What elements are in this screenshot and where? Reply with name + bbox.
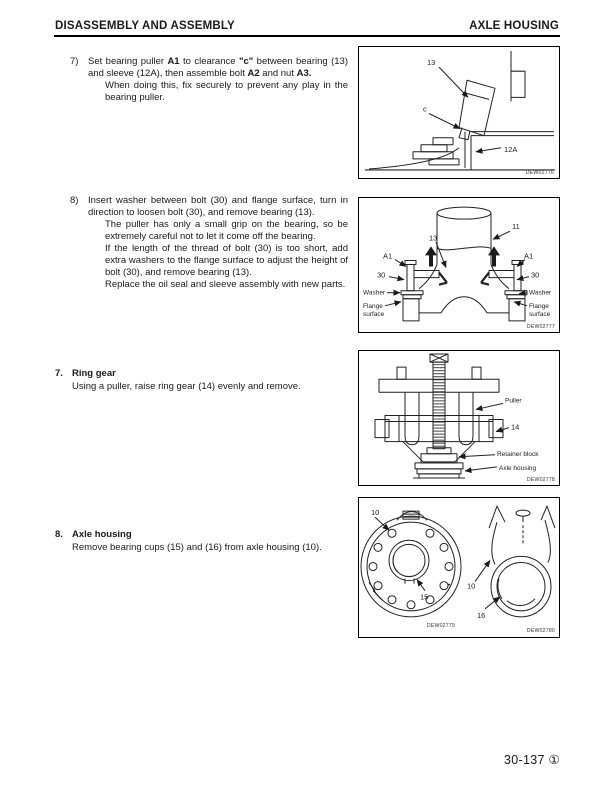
fig2-code: DEW02777 [527, 324, 555, 330]
step-7: 7) Set bearing puller A1 to clearance "c… [70, 56, 350, 104]
step-7-note: When doing this, fix securely to prevent… [105, 80, 348, 103]
fig3-code: DEW02778 [527, 477, 555, 483]
fig2-label-washer-left: Washer [363, 290, 386, 297]
fig4-label-16: 16 [477, 611, 485, 620]
fig4-code-left: DEW02779 [427, 623, 455, 629]
figure-bearing-clearance: 13 c 12A DEW02776 [358, 46, 560, 179]
step-7-body: Set bearing puller A1 to clearance "c" b… [88, 56, 348, 80]
diagram-linework-right-view [474, 505, 556, 618]
step-8-note-1: The puller has only a small grip on the … [105, 219, 348, 242]
section-ring-gear-body: Using a puller, raise ring gear (14) eve… [72, 380, 301, 392]
section-axle-housing-body: Remove bearing cups (15) and (16) from a… [72, 541, 322, 553]
figure-axle-housing-cups: 10 15 10 16 DEW02779 DEW02780 [358, 497, 560, 638]
page-number: 30-137 ① [503, 753, 560, 767]
figure-bearing-puller: 11 13 A1 A1 30 30 Washer Washer Flange s… [358, 197, 560, 333]
up-arrows [425, 246, 500, 267]
fig3-label-axle-housing: Axle housing [499, 465, 537, 472]
axle-housing-diagram: 10 15 10 16 DEW02779 DEW02780 [360, 505, 556, 634]
diagram-linework [365, 51, 555, 171]
fig2-label-a1-right: A1 [524, 251, 533, 260]
page-header-right: AXLE HOUSING [469, 20, 559, 32]
fig2-label-flange-right-2: surface [529, 311, 551, 318]
fig3-label-puller: Puller [505, 397, 522, 404]
step-8-body: Insert washer between bolt (30) and flan… [88, 195, 348, 218]
fig1-label-c: c [423, 104, 427, 113]
step-7-text: and nut [259, 68, 297, 79]
step-7-bold-a3: A3. [296, 68, 312, 79]
fig2-label-washer-right: Washer [529, 290, 552, 297]
bearing-puller-diagram: 11 13 A1 A1 30 30 Washer Washer Flange s… [363, 206, 555, 330]
fig2-label-30-left: 30 [377, 271, 385, 280]
section-axle-housing: 8. Axle housing Remove bearing cups (15) … [55, 529, 355, 554]
step-8-note-2: If the length of the thread of bolt (30)… [105, 243, 348, 278]
section-title-text: Ring gear [72, 368, 116, 379]
fig4-label-15: 15 [420, 593, 428, 602]
section-number: 8. [55, 529, 63, 540]
fig3-label-retainer-block: Retainer block [497, 451, 539, 458]
bearing-clearance-diagram: 13 c 12A DEW02776 [365, 51, 555, 176]
step-7-bold-a1: A1 [167, 56, 180, 67]
fig2-label-flange-right-1: Flange [529, 303, 549, 310]
fig2-label-11: 11 [512, 222, 520, 231]
diagram-linework [374, 353, 510, 479]
ring-gear-puller-diagram: Puller 14 Retainer block Axle housing DE… [374, 353, 555, 483]
section-title-text: Axle housing [72, 529, 132, 540]
section-axle-housing-title: 8. Axle housing [55, 529, 355, 542]
fig2-label-flange-left-1: Flange [363, 303, 383, 310]
figure-ring-gear-puller: Puller 14 Retainer block Axle housing DE… [358, 350, 560, 486]
step-7-bold-c: "c" [238, 56, 254, 67]
fig4-label-10-right: 10 [467, 582, 475, 591]
fig1-code: DEW02776 [526, 170, 554, 176]
step-7-text: Set bearing puller [88, 56, 168, 67]
diagram-linework-left-view [360, 510, 462, 618]
step-8-note-3: Replace the oil seal and sleeve assembly… [105, 279, 346, 290]
step-7-number: 7) [70, 56, 79, 67]
fig4-label-10-left: 10 [371, 508, 379, 517]
fig2-label-13: 13 [429, 233, 437, 242]
section-ring-gear-title: 7. Ring gear [55, 368, 355, 381]
fig2-label-30-right: 30 [531, 271, 539, 280]
section-number: 7. [55, 368, 63, 379]
step-7-text: between bearing (13) and sleeve (12A), t… [88, 56, 348, 79]
diagram-linework [384, 206, 530, 322]
fig2-label-flange-left-2: surface [363, 311, 385, 318]
step-7-bold-a2: A2 [247, 68, 260, 79]
fig2-label-a1-left: A1 [383, 251, 392, 260]
header-rule [54, 35, 560, 37]
fig1-label-12a: 12A [504, 145, 517, 154]
step-8-number: 8) [70, 195, 79, 206]
step-8: 8) Insert washer between bolt (30) and f… [70, 195, 350, 291]
fig4-code-right: DEW02780 [527, 628, 555, 634]
step-7-text: to clearance [179, 56, 239, 67]
fig3-label-14: 14 [511, 423, 519, 432]
section-ring-gear: 7. Ring gear Using a puller, raise ring g… [55, 368, 355, 393]
page-header-left: DISASSEMBLY AND ASSEMBLY [55, 20, 235, 32]
fig1-label-13: 13 [427, 58, 435, 67]
